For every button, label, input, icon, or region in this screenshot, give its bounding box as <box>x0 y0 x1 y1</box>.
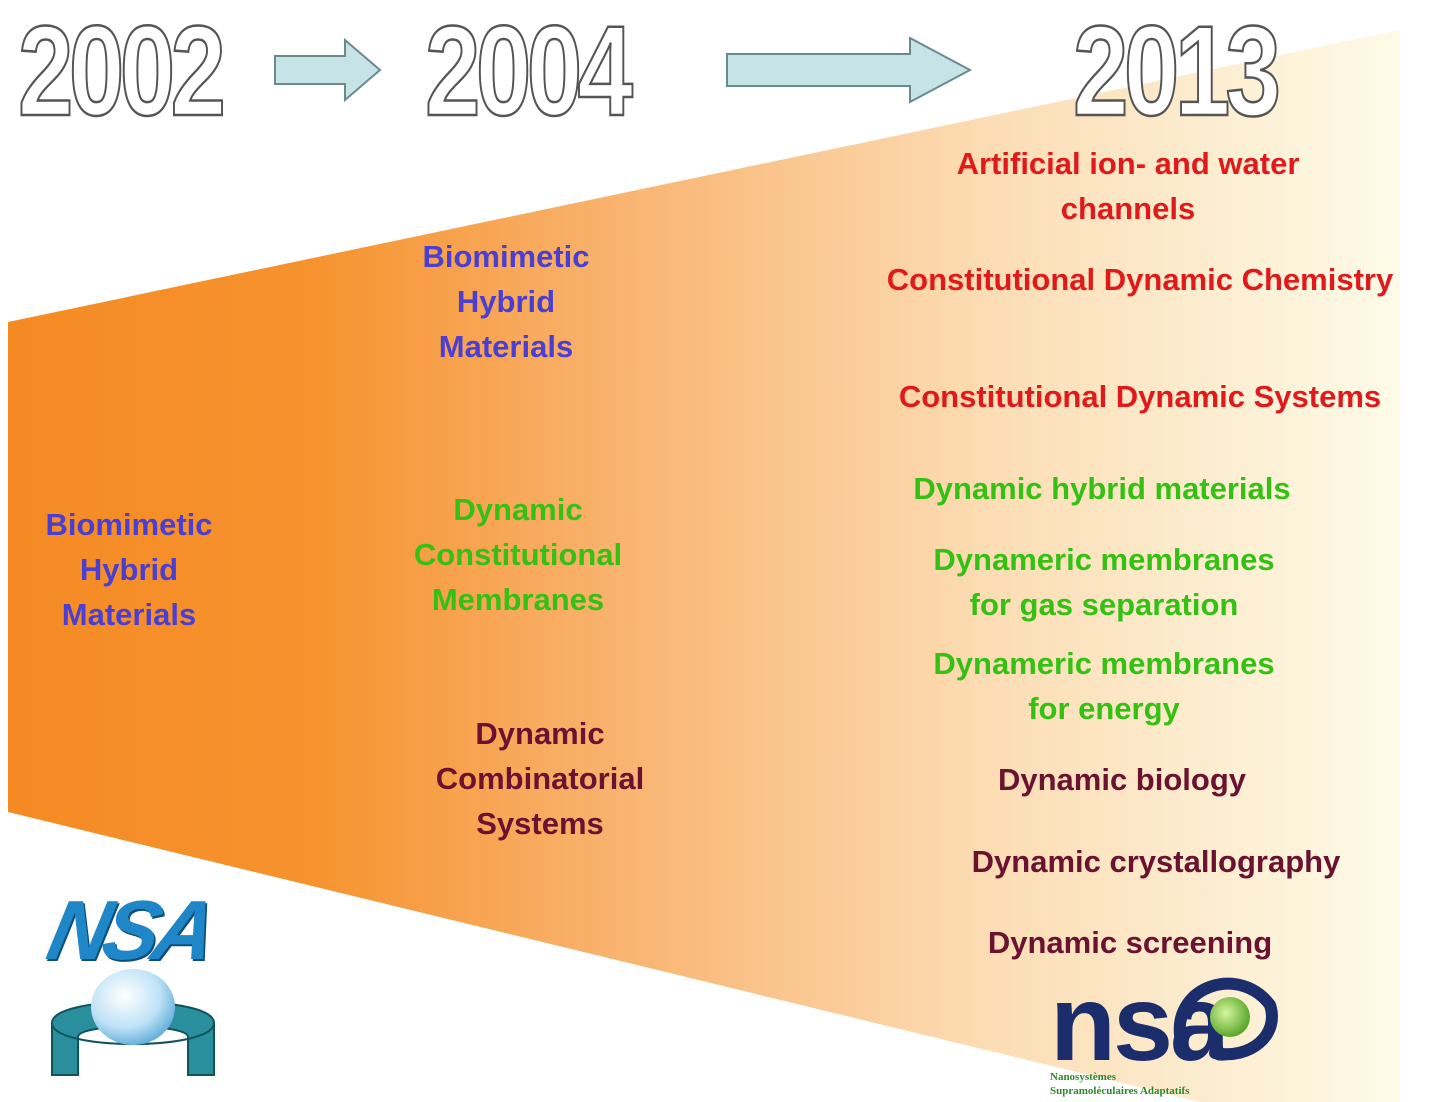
nsa-adaptatifs-logo: nsa Nanosystèmes Supramoléculaires Adapt… <box>1050 969 1278 1097</box>
label-2013-crystallography: Dynamic crystallography <box>971 844 1341 879</box>
nsa-ring-logo-icon <box>51 969 215 1076</box>
arrow-2002-2004 <box>274 37 382 103</box>
nsa-logo-text: NSA <box>40 883 220 977</box>
nsa-logo-line1: Nanosystèmes <box>1050 1071 1116 1083</box>
funnel-shape <box>8 30 1400 1102</box>
year-2013: 2013 <box>1072 0 1282 143</box>
label-2004-membranes: Dynamic Constitutional Membranes <box>413 492 623 617</box>
label-2002-biomimetic: Biomimetic Hybrid Materials <box>45 507 213 632</box>
year-2002: 2002 <box>17 0 227 143</box>
label-2013-cdc: Constitutional Dynamic Chemistry <box>886 262 1394 297</box>
label-2013-screening: Dynamic screening <box>987 925 1273 960</box>
label-2013-cds: Constitutional Dynamic Systems <box>898 379 1382 414</box>
label-2013-biology: Dynamic biology <box>997 762 1247 797</box>
nsa-swirl-icon <box>1173 977 1278 1061</box>
label-2004-combinatorial: Dynamic Combinatorial Systems <box>435 716 645 841</box>
label-2013-gas: Dynameric membranes for gas separation <box>933 542 1275 622</box>
year-2004: 2004 <box>424 0 634 143</box>
label-2004-biomimetic: Biomimetic Hybrid Materials <box>422 239 590 364</box>
arrow-2004-2013 <box>726 36 973 104</box>
label-2013-energy: Dynameric membranes for energy <box>933 646 1275 726</box>
label-2013-hybrid: Dynamic hybrid materials <box>913 471 1291 506</box>
label-2013-channels: Artificial ion- and water channels <box>956 146 1300 226</box>
nsa-logo-line2: Supramoléculaires Adaptatifs <box>1050 1085 1190 1097</box>
